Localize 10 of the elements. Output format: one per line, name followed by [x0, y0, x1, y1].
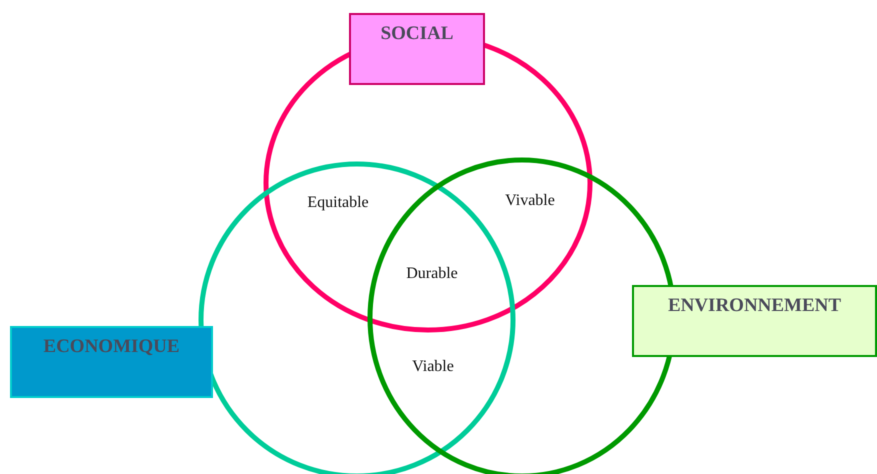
category-title: ECONOMIQUE: [43, 336, 180, 358]
overlap-label: Equitable: [307, 194, 369, 212]
category-title: ENVIRONNEMENT: [668, 295, 842, 317]
overlap-label: Durable: [406, 265, 458, 283]
overlap-label: Viable: [412, 358, 454, 376]
category-title: SOCIAL: [380, 23, 454, 45]
label-box: [632, 285, 877, 357]
overlap-label: Vivable: [505, 192, 555, 210]
label-box: [10, 326, 213, 398]
label-box: [349, 13, 485, 85]
